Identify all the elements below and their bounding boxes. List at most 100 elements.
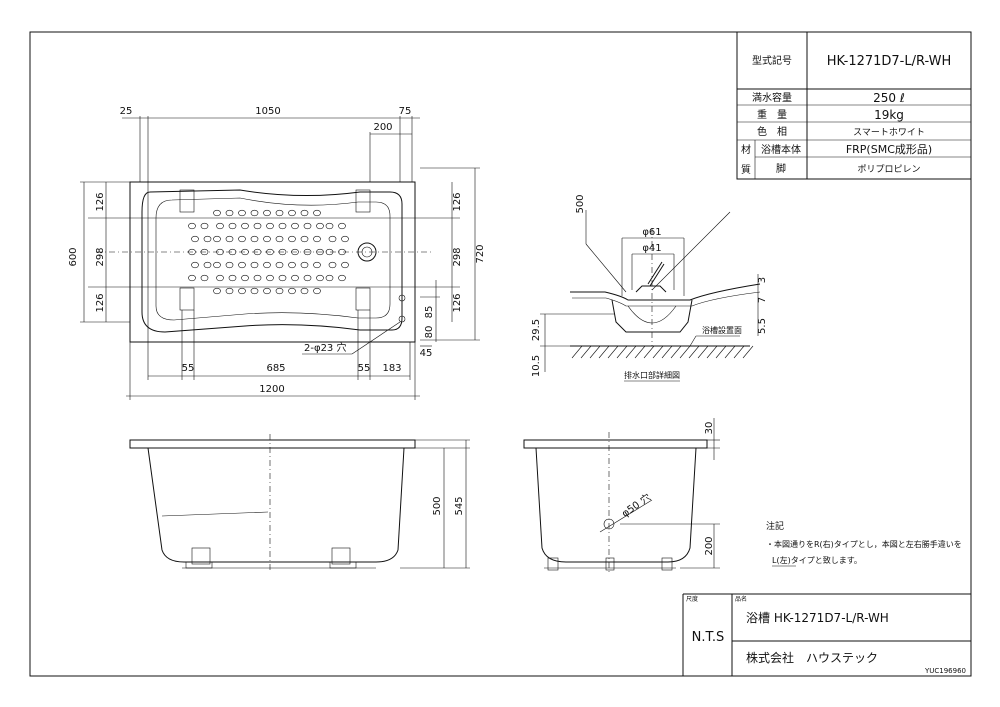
material-char-2: 質 [741,163,751,176]
anti-slip-dot [313,209,321,217]
spec-label-color: 色 相 [757,125,787,138]
anti-slip-dot [288,287,296,295]
anti-slip-dot [313,235,321,243]
dim-right-298: 298 [452,247,463,266]
anti-slip-dot [241,274,249,282]
anti-slip-dot [275,209,284,217]
hatch-line [733,345,745,359]
spec-label-capacity: 満水容量 [752,91,792,104]
drain-detail: 500 φ61 φ41 3 7 5.5 29.5 10.5 浴槽設置面 排水口部… [531,194,768,382]
anti-slip-dot [200,222,209,230]
notes-title: 注記 [766,520,784,532]
anti-slip-dot [241,222,249,230]
anti-slip-dot [316,274,324,282]
model-label: 型式記号 [752,54,792,67]
mount-hole-2 [398,315,406,323]
side-dim-phi50: φ50 穴 [619,490,653,519]
anti-slip-dot [225,235,234,243]
company-name: 株式会社 ハウステック [746,650,878,665]
detail-caption: 排水口部詳細図 [624,370,680,380]
model-value: HK-1271D7-L/R-WH [827,54,952,69]
detail-dim-7: 7 [757,297,768,303]
dim-right-80: 80 [424,326,435,339]
anti-slip-dot [278,222,287,230]
tub-outline [129,181,416,343]
anti-slip-dot [288,209,296,217]
dim-right-720: 720 [475,244,486,263]
anti-slip-dot [203,235,212,243]
hatch-line [679,345,691,359]
detail-dim-500: 500 [575,194,586,213]
anti-slip-dot [278,274,287,282]
side-dim-200: 200 [704,536,715,555]
drawing-number: YUC196960 [924,667,966,675]
hatch-line [688,345,700,359]
anti-slip-dot [263,235,271,243]
detail-dim-10-5: 10.5 [531,355,542,377]
anti-slip-dot [275,235,284,243]
anti-slip-dot [216,274,224,282]
product-name: 浴槽 HK-1271D7-L/R-WH [746,611,889,625]
dim-bottom-183: 183 [382,363,401,374]
anti-slip-dot [263,287,271,295]
side-elevation: φ50 穴 30 200 [523,418,720,572]
detail-dim-5-5: 5.5 [757,318,768,334]
anti-slip-dot [338,222,346,230]
anti-slip-dot [300,235,309,243]
anti-slip-dot [253,274,262,282]
anti-slip-dot [328,261,337,269]
anti-slip-dot [266,222,274,230]
anti-slip-dot [228,222,237,230]
hatch-line [697,345,709,359]
dim-right-45: 45 [420,348,433,359]
hatch-line [580,345,592,359]
hatch-line [643,345,655,359]
title-block: 尺度 N.T.S 品名 浴槽 HK-1271D7-L/R-WH 株式会社 ハウス… [682,593,971,676]
anti-slip-dot [191,235,199,243]
detail-dim-phi41: φ41 [642,243,661,254]
anti-slip-dot [213,261,221,269]
anti-slip-dot [313,287,321,295]
spec-value-color: スマートホワイト [853,127,925,138]
name-label: 品名 [735,595,747,603]
hatch-line [607,345,619,359]
floor-hatch [571,345,754,359]
dim-left-600: 600 [68,247,79,266]
spec-value-capacity: 250 ℓ [873,91,905,105]
dim-top-75: 75 [399,106,412,117]
tub-rim [141,189,403,333]
anti-slip-dot [250,287,259,295]
anti-slip-dot [275,287,284,295]
notes: 注記 ・本図通りをR(右)タイプとし，本図と左右勝手違いを L(左)タイプと致し… [766,520,962,567]
hole-label: 2-φ23 穴 [304,341,346,354]
anti-slip-dot [216,222,224,230]
anti-slip-dot [316,222,324,230]
dim-left-298: 298 [95,247,106,266]
anti-slip-dot [250,261,259,269]
anti-slip-dot [300,287,309,295]
material-char-1: 材 [741,143,751,156]
anti-slip-dot [225,287,234,295]
hatch-line [706,345,718,359]
anti-slip-dot [303,222,312,230]
anti-slip-dot [238,235,246,243]
dim-bottom-685: 685 [266,363,285,374]
dim-top-200: 200 [373,122,392,133]
anti-slip-dot [316,248,324,256]
hatch-line [625,345,637,359]
hatch-line [634,345,646,359]
anti-slip-dot [313,261,321,269]
mount-hole-1 [398,294,406,302]
anti-slip-dot [191,261,199,269]
hatch-line [724,345,736,359]
dim-bottom-55b: 55 [358,363,371,374]
dim-right-126b: 126 [452,293,463,312]
dim-left-126a: 126 [95,192,106,211]
anti-slip-dot [238,287,246,295]
dim-total-1200: 1200 [259,384,284,395]
anti-slip-dot [300,209,309,217]
anti-slip-dot [288,235,296,243]
dim-top-1050: 1050 [255,106,280,117]
scale-label: 尺度 [686,595,698,603]
hatch-line [616,345,628,359]
